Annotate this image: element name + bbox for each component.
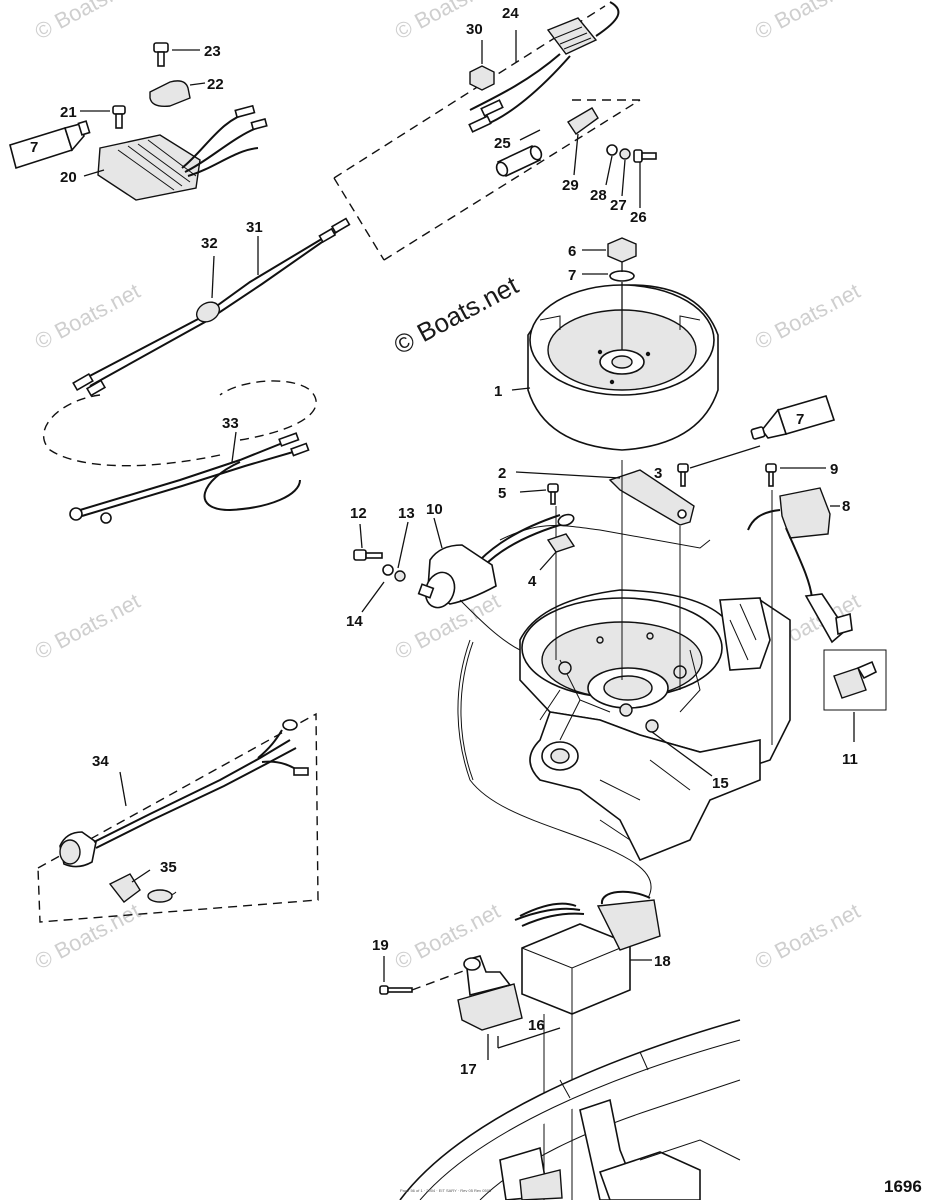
callout-6: 6 xyxy=(568,243,576,260)
watermark: © Boats.net xyxy=(31,898,145,974)
callout-19: 19 xyxy=(372,937,389,954)
figure-number: 1696 xyxy=(884,1177,922,1196)
callout-10: 10 xyxy=(426,501,443,518)
stop-switch-icon xyxy=(59,719,309,868)
mounting-bracket-icon xyxy=(457,983,523,1031)
part-group-31-33: 32 31 33 xyxy=(43,217,351,524)
part-group-20-23: 7 23 22 21 20 xyxy=(9,42,268,201)
watermark: © Boats.net xyxy=(751,0,865,44)
spark-plug-boot-icon xyxy=(833,667,867,699)
callout-2: 2 xyxy=(498,465,506,482)
callout-15: 15 xyxy=(712,775,729,792)
watermark: © Boats.net xyxy=(391,0,505,44)
fuse-icon xyxy=(495,144,543,178)
nut-icon xyxy=(607,237,637,263)
washer-icon xyxy=(382,564,394,576)
watermark-center: © Boats.net xyxy=(389,269,524,360)
callout-31: 31 xyxy=(246,219,263,236)
callout-12: 12 xyxy=(350,505,367,522)
callout-23: 23 xyxy=(204,43,221,60)
regulator-icon xyxy=(97,104,268,201)
part-group-flywheel: 6 7 1 xyxy=(494,237,719,451)
lockwasher-icon xyxy=(619,148,631,160)
part-group-11: 11 xyxy=(823,649,887,768)
screw-icon xyxy=(112,105,126,129)
rectifier-icon xyxy=(468,1,620,133)
flywheel-icon xyxy=(527,284,719,451)
screw-icon xyxy=(645,719,659,733)
callout-29: 29 xyxy=(562,177,579,194)
lower-cowl-icon xyxy=(399,1019,741,1200)
callout-30: 30 xyxy=(466,21,483,38)
callout-35: 35 xyxy=(160,859,177,876)
callout-4: 4 xyxy=(528,573,537,590)
callout-9: 9 xyxy=(830,461,838,478)
callout-21: 21 xyxy=(60,104,77,121)
callout-26: 26 xyxy=(630,209,647,226)
bolt-icon xyxy=(353,549,383,561)
callout-34: 34 xyxy=(92,753,109,770)
callout-8: 8 xyxy=(842,498,850,515)
watermark: © Boats.net xyxy=(31,588,145,664)
part-group-switchbox: 18 16 17 19 xyxy=(372,890,671,1200)
callout-27: 27 xyxy=(610,197,627,214)
ignition-coil-icon xyxy=(779,487,831,539)
watermark: © Boats.net xyxy=(31,0,145,44)
callout-28: 28 xyxy=(590,187,607,204)
watermark: © Boats.net xyxy=(751,278,865,354)
callout-16: 16 xyxy=(528,1017,545,1034)
wire xyxy=(457,639,652,899)
part-group-trigger: 2 3 5 xyxy=(498,445,761,526)
terminal-icon xyxy=(567,107,599,135)
callout-11: 11 xyxy=(842,751,858,768)
switch-box-icon xyxy=(521,923,631,1015)
callout-14: 14 xyxy=(346,613,363,630)
terminal-icon xyxy=(108,873,141,903)
tube-label: 7 xyxy=(796,411,804,428)
callout-5: 5 xyxy=(498,485,506,502)
callout-17: 17 xyxy=(460,1061,477,1078)
callout-13: 13 xyxy=(398,505,415,522)
washer-icon xyxy=(606,144,618,156)
screw-icon xyxy=(633,149,657,163)
part-group-coil-8: 9 8 xyxy=(747,461,853,644)
screw-icon xyxy=(547,483,559,505)
clip-icon xyxy=(546,533,576,553)
callout-32: 32 xyxy=(201,235,218,252)
watermark: © Boats.net xyxy=(391,898,505,974)
callout-1: 1 xyxy=(494,383,502,400)
part-group-34-35: 34 35 xyxy=(37,712,319,923)
sealant-tube-icon: 7 xyxy=(750,395,836,440)
callout-20: 20 xyxy=(60,169,77,186)
watermark: © Boats.net xyxy=(751,898,865,974)
nut-icon xyxy=(469,65,495,91)
callout-3: 3 xyxy=(654,465,662,482)
callout-25: 25 xyxy=(494,135,511,152)
clamp-icon xyxy=(149,80,191,108)
callout-7: 7 xyxy=(568,267,576,284)
screw-icon xyxy=(677,463,689,487)
watermark: © Boats.net xyxy=(31,278,145,354)
washer-icon xyxy=(609,270,635,282)
sealant-tube-icon: 7 xyxy=(9,120,91,170)
trigger-sensor-icon xyxy=(608,469,695,526)
part-group-24-30: 30 24 25 29 28 27 26 xyxy=(333,1,657,261)
tube-label: 7 xyxy=(30,139,38,156)
part-group-coil-10: 4 12 13 10 14 xyxy=(346,501,711,651)
grommet-icon xyxy=(195,301,221,323)
screw-icon xyxy=(765,463,777,487)
callout-18: 18 xyxy=(654,953,671,970)
stator-plate-icon xyxy=(519,589,791,862)
callout-22: 22 xyxy=(207,76,224,93)
footer-fine-print: Page 56 of 1 · 2004 · EIT SARY · Rev 05 … xyxy=(400,1188,492,1193)
screw-icon xyxy=(153,42,169,67)
lockwasher-icon xyxy=(394,570,406,582)
callout-33: 33 xyxy=(222,415,239,432)
callout-24: 24 xyxy=(502,5,519,22)
screw-icon xyxy=(379,985,413,995)
